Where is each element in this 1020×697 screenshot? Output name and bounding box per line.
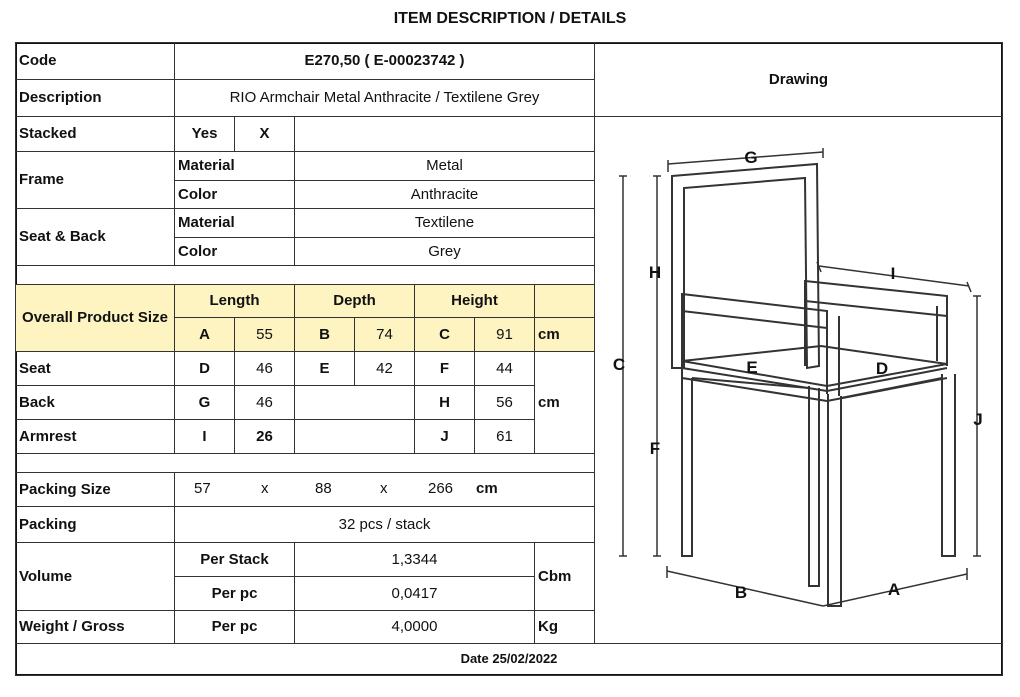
length-header: Length	[174, 284, 295, 318]
packing-width: 88	[315, 480, 332, 497]
stacked-mark: X	[234, 116, 295, 152]
dim-E-letter: E	[294, 351, 355, 386]
packing-x1: x	[261, 480, 269, 497]
dim-J-letter: J	[414, 419, 475, 454]
seat-back-label: Seat & Back	[15, 208, 175, 266]
per-pc-label: Per pc	[174, 576, 295, 611]
spacer-row-2	[15, 453, 595, 473]
dim-I-letter: I	[174, 419, 235, 454]
label-E: E	[746, 358, 757, 377]
packing-x2: x	[380, 480, 388, 497]
label-A: A	[888, 580, 900, 599]
volume-label: Volume	[15, 542, 175, 611]
chair-leg-front-center	[827, 394, 842, 607]
dim-G-value: 46	[234, 385, 295, 420]
spacer-row	[15, 265, 595, 285]
weight-label: Weight / Gross	[15, 610, 175, 644]
label-I: I	[891, 264, 896, 283]
per-stack-label: Per Stack	[174, 542, 295, 577]
packing-size-label: Packing Size	[15, 472, 175, 507]
drawing-header: Drawing	[594, 42, 1003, 117]
chair-leg-back-left	[681, 374, 693, 557]
dim-F-value: 44	[474, 351, 535, 386]
stacked-empty	[294, 116, 595, 152]
chair-backrest	[671, 162, 821, 370]
volume-per-stack: 1,3344	[294, 542, 535, 577]
armrest-empty	[294, 419, 415, 454]
label-F: F	[650, 439, 660, 458]
dim-C-letter: C	[414, 317, 475, 352]
overall-unit: cm	[534, 317, 595, 352]
unit-header-empty	[534, 284, 595, 318]
back-label: Back	[15, 385, 175, 420]
packing-size-values: 57 x 88 x 266 cm	[180, 480, 590, 500]
dim-E-value: 42	[354, 351, 415, 386]
frame-label: Frame	[15, 151, 175, 209]
label-G: G	[744, 148, 757, 167]
chair-leg-right	[941, 374, 956, 557]
seat-back-color: Grey	[294, 237, 595, 266]
volume-unit: Cbm	[534, 542, 595, 611]
overall-size-label: Overall Product Size	[15, 284, 175, 352]
weight-value: 4,0000	[294, 610, 535, 644]
dim-B-letter: B	[294, 317, 355, 352]
seat-label: Seat	[15, 351, 175, 386]
drawing-panel	[594, 116, 1003, 644]
dim-A-letter: A	[174, 317, 235, 352]
weight-per-pc-label: Per pc	[174, 610, 295, 644]
stacked-label: Stacked	[15, 116, 175, 152]
dim-D-letter: D	[174, 351, 235, 386]
dim-I-value: 26	[234, 419, 295, 454]
frame-color-label: Color	[174, 180, 295, 209]
dim-G-letter: G	[174, 385, 235, 420]
packing-height: 266	[428, 480, 454, 497]
dim-H-letter: H	[414, 385, 475, 420]
dim-H-value: 56	[474, 385, 535, 420]
back-empty	[294, 385, 415, 420]
depth-header: Depth	[294, 284, 415, 318]
description-value: RIO Armchair Metal Anthracite / Textilen…	[174, 79, 595, 117]
frame-material-label: Material	[174, 151, 295, 181]
frame-material: Metal	[294, 151, 595, 181]
label-B: B	[735, 583, 747, 602]
weight-unit: Kg	[534, 610, 595, 644]
dim-A-value: 55	[234, 317, 295, 352]
packing-label: Packing	[15, 506, 175, 543]
label-C: C	[613, 355, 625, 374]
frame-color: Anthracite	[294, 180, 595, 209]
packing-length: 57	[194, 480, 211, 497]
date-footer: Date 25/02/2022	[15, 643, 1003, 676]
dim-B-value: 74	[354, 317, 415, 352]
code-value: E270,50 ( E-00023742 )	[174, 42, 595, 80]
seat-back-color-label: Color	[174, 237, 295, 266]
stacked-yes: Yes	[174, 116, 235, 152]
dim-J-value: 61	[474, 419, 535, 454]
page-title: ITEM DESCRIPTION / DETAILS	[393, 10, 627, 27]
seat-back-material: Textilene	[294, 208, 595, 238]
chair-drawing: G H C F I J E D B A	[613, 148, 983, 607]
dim-F-letter: F	[414, 351, 475, 386]
packing-unit: cm	[476, 480, 498, 497]
label-D: D	[876, 359, 888, 378]
dims-unit: cm	[534, 351, 595, 454]
label-J: J	[973, 410, 982, 429]
height-header: Height	[414, 284, 535, 318]
seat-back-material-label: Material	[174, 208, 295, 238]
code-label: Code	[15, 42, 175, 80]
label-H: H	[649, 263, 661, 282]
dim-D-value: 46	[234, 351, 295, 386]
volume-per-pc: 0,0417	[294, 576, 535, 611]
description-label: Description	[15, 79, 175, 117]
dim-C-value: 91	[474, 317, 535, 352]
packing-value: 32 pcs / stack	[174, 506, 595, 543]
chair-leg-front-left	[808, 386, 820, 587]
armrest-label: Armrest	[15, 419, 175, 454]
